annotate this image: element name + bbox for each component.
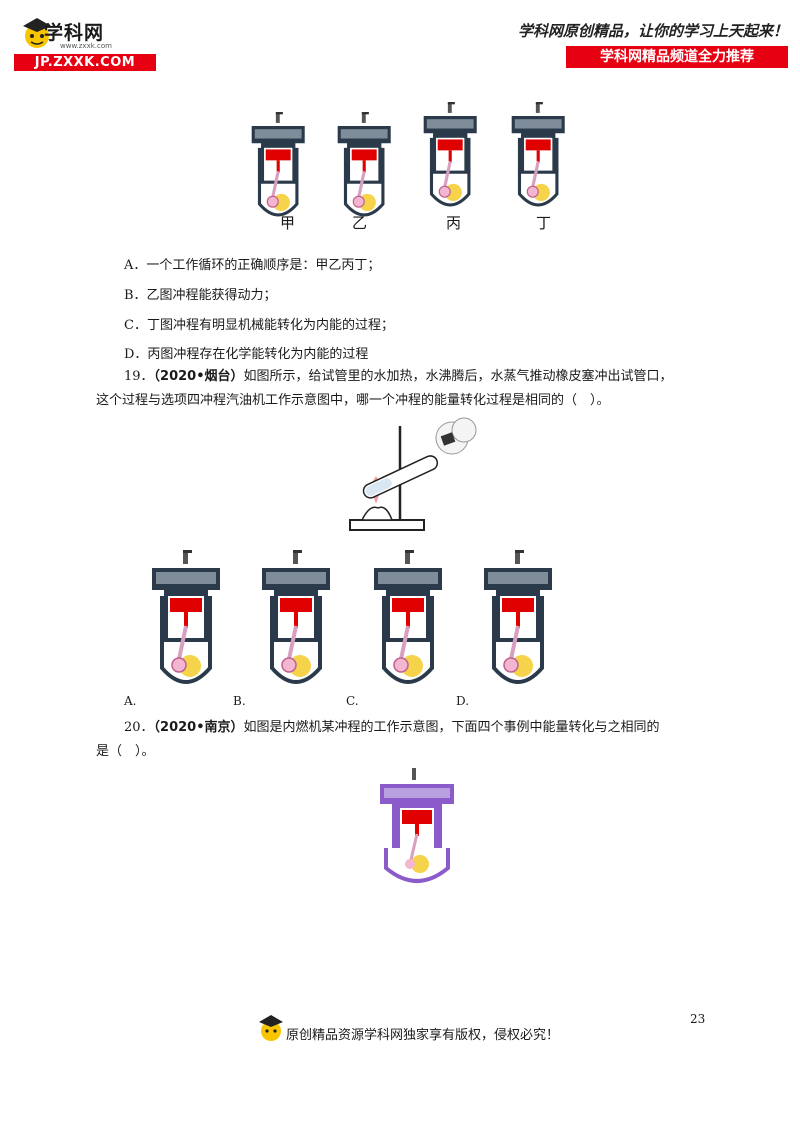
header-slogan: 学科网原创精品，让你的学习上天起来！ (518, 22, 789, 40)
q18-option-d: D．丙图冲程存在化学能转化为内能的过程 (124, 347, 369, 362)
q19-number: 19． (124, 369, 154, 384)
q19-line1: 19．（2020•烟台）如图所示，给试管里的水加热，水沸腾后，水蒸气推动橡皮塞冲… (124, 365, 724, 389)
q19-option-a-label: A. (124, 694, 137, 708)
q20-number: 20． (124, 720, 154, 735)
mascot-icon (23, 18, 51, 48)
test-tube-apparatus (340, 416, 490, 538)
q18-option-b: B．乙图冲程能获得动力； (124, 288, 277, 303)
footer-copyright: 原创精品资源学科网独家享有版权，侵权必究！ (286, 1028, 560, 1043)
q18-option-c: C．丁图冲程有明显机械能转化为内能的过程； (124, 318, 394, 333)
q19-text-1: 如图所示，给试管里的水加热，水沸腾后，水蒸气推动橡皮塞冲出试管口， (243, 369, 673, 384)
q19-option-c-label: C. (346, 694, 359, 708)
page-number: 23 (690, 1012, 706, 1026)
q20-text-2: 是（ ）。 (96, 744, 155, 759)
q19-option-b-label: B. (233, 694, 246, 708)
q20-source: （2020•南京） (153, 720, 244, 735)
q20-text-1: 如图是内燃机某冲程的工作示意图，下面四个事例中能量转化与之相同的 (243, 720, 660, 735)
figure-label-yi: 乙 (352, 214, 368, 232)
channel-banner: 学科网精品频道全力推荐 (566, 46, 788, 68)
footer-mascot-icon (259, 1015, 283, 1041)
q20-engine-figure (372, 768, 462, 888)
site-logo (14, 14, 164, 74)
q18-option-a: A．一个工作循环的正确顺序是：甲乙丙丁； (124, 258, 381, 273)
q19-source: （2020•烟台） (153, 369, 244, 384)
figure-label-jia: 甲 (280, 214, 296, 232)
figure-label-ding: 丁 (536, 214, 552, 232)
figure-four-strokes (245, 100, 585, 230)
q19-option-d-label: D. (456, 694, 470, 708)
logo-name: 学科网 (44, 22, 105, 44)
q19-engine-options (140, 548, 580, 710)
logo-url: www.zxxk.com (60, 42, 112, 50)
q20-line1: 20．（2020•南京）如图是内燃机某冲程的工作示意图，下面四个事例中能量转化与… (124, 716, 724, 740)
figure-label-bing: 丙 (446, 214, 462, 232)
logo-domain[interactable]: JP.ZXXK.COM (14, 54, 156, 71)
q19-text-2: 这个过程与选项四冲程汽油机工作示意图中，哪一个冲程的能量转化过程是相同的（ ）。 (96, 393, 610, 408)
